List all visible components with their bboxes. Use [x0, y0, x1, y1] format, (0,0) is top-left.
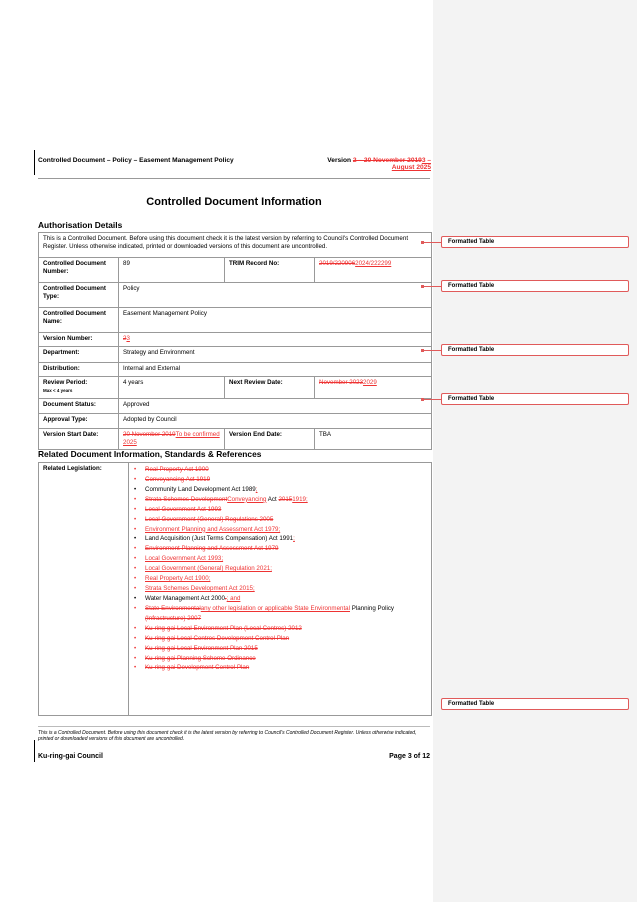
table-cell: Real Property Act 1900Conveyancing Act 1…: [128, 462, 432, 716]
table-cell: Policy: [118, 282, 432, 308]
legislation-text: ;: [255, 485, 258, 493]
table-cell: Approved: [118, 398, 432, 414]
table-cell: 20 November 2019To be confirmed 2025: [118, 428, 225, 450]
table-cell: Document Status:: [38, 398, 119, 414]
table-cell: 23: [118, 332, 432, 347]
legislation-text: ;: [293, 535, 295, 543]
table-cell: Distribution:: [38, 362, 119, 377]
legislation-text: Ku-ring-gai Development Control Plan: [145, 664, 250, 672]
legislation-text: Community Land Development Act 1989: [145, 485, 256, 493]
legislation-item: Real Property Act 1900;: [133, 574, 427, 584]
legislation-item: Land Acquisition (Just Terms Compensatio…: [133, 534, 427, 544]
legislation-item: Local Government Act 1993: [133, 505, 427, 515]
table-cell: Version Number:: [38, 332, 119, 347]
legislation-item: Local Government (General) Regulations 2…: [133, 515, 427, 525]
legislation-text: Local Government (General) Regulations 2…: [145, 515, 274, 523]
related-table: Related Legislation:Real Property Act 19…: [38, 462, 432, 716]
table-cell: Version End Date:: [224, 428, 315, 450]
table-cell: TBA: [314, 428, 432, 450]
legislation-item: Local Government (General) Regulation 20…: [133, 564, 427, 574]
authorisation-table: This is a Controlled Document. Before us…: [38, 232, 432, 450]
legislation-text: Strata Schemes Development Act 2015;: [145, 585, 255, 593]
legislation-item: Real Property Act 1900: [133, 465, 427, 475]
legislation-item: Environment Planning and Assessment Act …: [133, 525, 427, 535]
table-cell: Controlled Document Number:: [38, 257, 119, 283]
comment-balloon[interactable]: Formatted Table: [441, 393, 629, 405]
legislation-item: Conveyancing Act 1919: [133, 475, 427, 485]
legislation-item: Strata Schemes Development Act 2015;: [133, 584, 427, 594]
page-number: Page 3 of 12: [389, 753, 430, 760]
legislation-text: Real Property Act 1900;: [145, 575, 211, 583]
related-heading: Related Document Information, Standards …: [38, 449, 262, 459]
legislation-list: Real Property Act 1900Conveyancing Act 1…: [133, 465, 427, 673]
header-title: Controlled Document – Policy – Easement …: [38, 157, 234, 164]
table-cell: Easement Management Policy: [118, 307, 432, 333]
table-cell: Version Start Date:: [38, 428, 119, 450]
table-cell: Controlled Document Type:: [38, 282, 119, 308]
table-cell: 89: [118, 257, 225, 283]
table-cell: Strategy and Environment: [118, 346, 432, 363]
table-cell: Internal and External: [118, 362, 432, 377]
legislation-text: Real Property Act 1900: [145, 466, 209, 473]
footer-note: This is a Controlled Document. Before us…: [38, 730, 417, 743]
comment-balloon[interactable]: Formatted Table: [441, 344, 629, 356]
page-title: Controlled Document Information: [146, 196, 322, 208]
authorisation-heading: Authorisation Details: [38, 220, 123, 230]
legislation-item: Ku-ring-gai Local Environment Plan 2015: [133, 644, 427, 654]
legislation-text: Ku-ring-gai Local Environment Plan (Loca…: [145, 624, 302, 632]
comment-balloon[interactable]: Formatted Table: [441, 280, 629, 292]
legislation-text: 2015: [278, 495, 293, 503]
legislation-item: Strata Schemes DevelopmentConveyancing A…: [133, 495, 427, 505]
legislation-text: 1919;: [292, 495, 308, 503]
table-cell: Next Review Date:: [224, 376, 315, 399]
table-cell: November 20232029: [314, 376, 432, 399]
legislation-text: Local Government Act 1993;: [145, 555, 224, 563]
legislation-text: Ku-ring-gai Planning Scheme Ordinance: [145, 654, 256, 662]
legislation-text: Strata Schemes Development: [145, 495, 228, 503]
markup-pane: [433, 0, 637, 902]
table-cell: Review Period:Max < 4 years: [38, 376, 119, 399]
legislation-text: Environment Planning and Assessment Act …: [145, 545, 279, 553]
legislation-text: Conveyancing Act 1919: [145, 475, 211, 483]
table-cell: 4 years: [118, 376, 225, 399]
legislation-text: Water Management Act 2000: [145, 594, 225, 602]
legislation-item: Ku-ring-gai Planning Scheme Ordinance: [133, 654, 427, 664]
change-bar: [34, 740, 35, 762]
table-cell: Approval Type:: [38, 413, 119, 429]
legislation-text: State Environmental: [145, 604, 201, 612]
comment-balloon[interactable]: Formatted Table: [441, 236, 629, 248]
legislation-text: (Infrastructure) 2007: [145, 614, 202, 622]
legislation-text: Local Government Act 1993: [145, 505, 222, 513]
legislation-item: Local Government Act 1993;: [133, 554, 427, 564]
legislation-text: Act: [266, 495, 279, 503]
legislation-text: ; and: [226, 594, 241, 602]
table-cell: Adopted by Council: [118, 413, 432, 429]
legislation-item: Water Management Act 2000.; and: [133, 594, 427, 604]
legislation-item: Environment Planning and Assessment Act …: [133, 544, 427, 554]
legislation-item: Community Land Development Act 1989;: [133, 485, 427, 495]
change-bar: [34, 150, 35, 175]
legislation-item: Ku-ring-gai Local Centres Development Co…: [133, 634, 427, 644]
controlled-note: This is a Controlled Document. Before us…: [38, 232, 432, 258]
table-cell: Department:: [38, 346, 119, 363]
legislation-item: Ku-ring-gai Development Control Plan: [133, 663, 427, 673]
legislation-text: Environment Planning and Assessment Act …: [145, 525, 281, 533]
legislation-text: Ku-ring-gai Local Centres Development Co…: [145, 634, 290, 642]
legislation-text: Land Acquisition (Just Terms Compensatio…: [145, 535, 294, 543]
footer-org: Ku-ring-gai Council: [38, 753, 103, 760]
header-version: Version 2 – 20 November 20193 – August 2…: [327, 157, 431, 171]
comment-balloon[interactable]: Formatted Table: [441, 698, 629, 710]
table-cell: TRIM Record No:: [224, 257, 315, 283]
legislation-text: Ku-ring-gai Local Environment Plan 2015: [145, 644, 258, 652]
table-cell: Related Legislation:: [38, 462, 129, 716]
legislation-item: Ku-ring-gai Local Environment Plan (Loca…: [133, 624, 427, 634]
legislation-text: Conveyancing: [227, 495, 267, 503]
legislation-text: any other legislation or applicable Stat…: [200, 604, 350, 612]
legislation-text: Planning Policy: [350, 604, 395, 612]
table-cell: 2019/2209062024/222299: [314, 257, 432, 283]
legislation-text: .: [224, 594, 227, 602]
table-cell: Controlled Document Name:: [38, 307, 119, 333]
legislation-text: Local Government (General) Regulation 20…: [145, 565, 272, 573]
legislation-item: State Environmentalany other legislation…: [133, 604, 427, 624]
